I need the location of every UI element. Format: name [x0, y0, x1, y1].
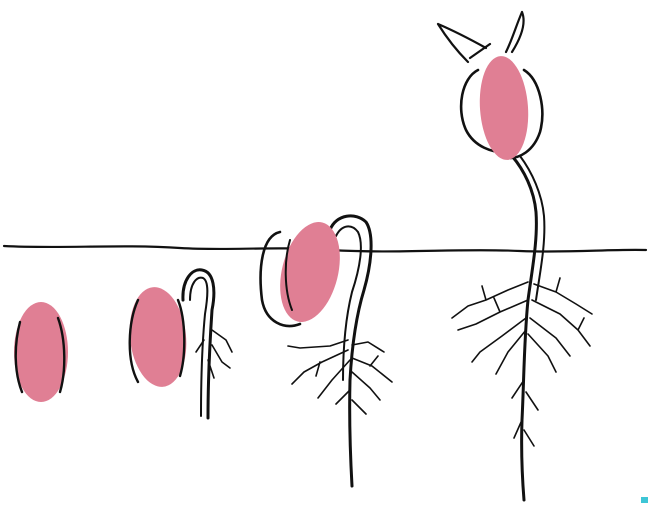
stage-2-seed: [125, 270, 232, 418]
stage-3-seedling: [261, 216, 392, 486]
seed-body: [14, 302, 68, 402]
hypocotyl-hook: [183, 270, 214, 418]
stem: [512, 156, 536, 500]
plumule-leaves: [438, 12, 524, 62]
stage-4-seedling: [438, 12, 592, 500]
stage-1-seed: [14, 302, 68, 402]
roots: [288, 340, 392, 414]
roots: [452, 278, 592, 446]
corner-marker: [641, 497, 648, 503]
